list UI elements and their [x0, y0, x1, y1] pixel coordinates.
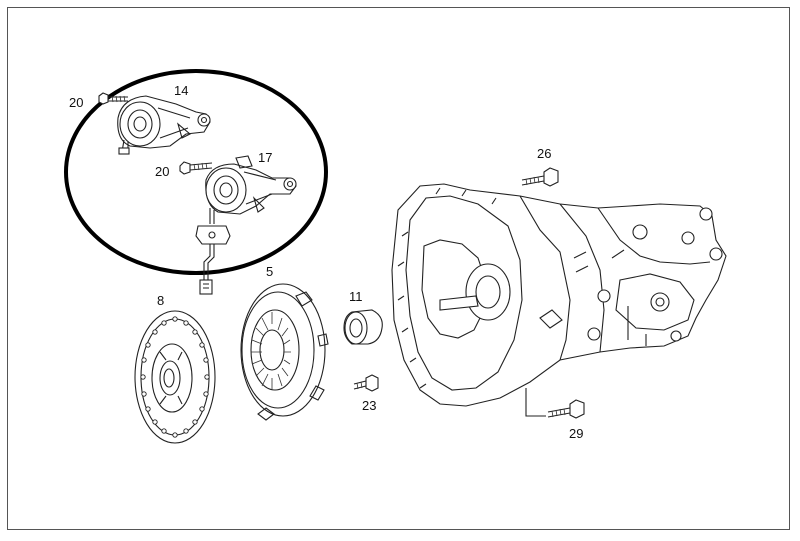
highlight-ellipse [64, 69, 328, 275]
label-8: 8 [157, 293, 164, 308]
part-20-bolt-lower[interactable] [179, 161, 213, 175]
disc-rivets [140, 316, 210, 438]
label-20-upper: 20 [69, 95, 83, 110]
label-23: 23 [362, 398, 376, 413]
transmission-housing[interactable] [391, 183, 727, 407]
part-20-bolt-upper[interactable] [98, 92, 128, 105]
part-14-slave-cylinder[interactable] [117, 95, 211, 155]
label-26: 26 [537, 146, 551, 161]
part-29-bolt[interactable] [525, 388, 585, 419]
part-8-clutch-disc[interactable] [134, 310, 216, 444]
part-26-bolt[interactable] [521, 167, 559, 187]
label-20-lower: 20 [155, 164, 169, 179]
label-29: 29 [569, 426, 583, 441]
label-14: 14 [174, 83, 188, 98]
part-11-release-bearing[interactable] [343, 309, 383, 345]
label-11: 11 [349, 289, 363, 304]
part-23-bolt[interactable] [353, 374, 379, 392]
label-5: 5 [266, 264, 273, 279]
part-17-slave-cylinder[interactable] [195, 155, 297, 295]
part-5-pressure-plate[interactable] [240, 283, 329, 421]
label-17: 17 [258, 150, 272, 165]
